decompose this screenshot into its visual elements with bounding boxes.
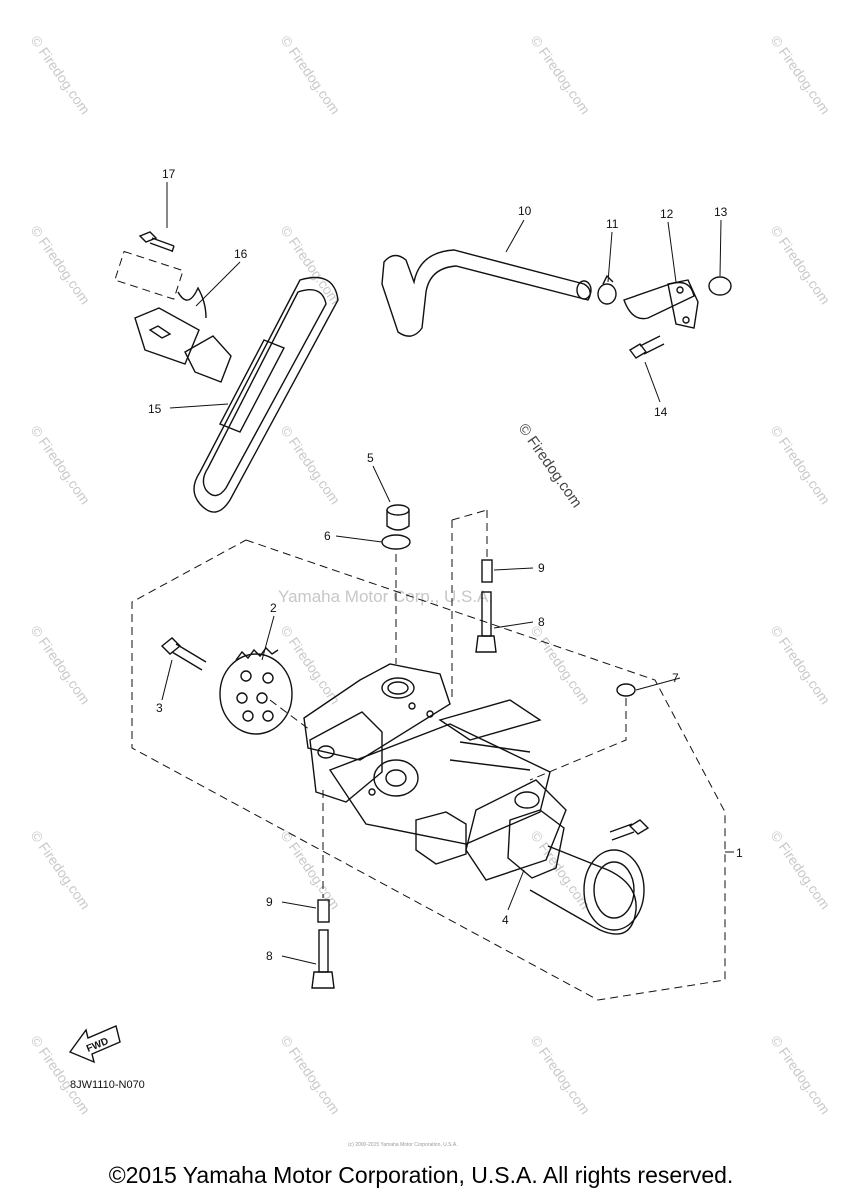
- watermark-dark: © Firedog.com: [515, 421, 585, 512]
- callout-8-upper: 8: [538, 615, 545, 629]
- watermark: © Firedog.com: [768, 1033, 834, 1118]
- watermark: © Firedog.com: [528, 828, 594, 913]
- callout-7: 7: [672, 671, 679, 685]
- o-ring-6[interactable]: [381, 534, 411, 550]
- bolt-14[interactable]: [628, 335, 665, 359]
- callout-12: 12: [660, 207, 674, 221]
- callout-13: 13: [714, 205, 728, 219]
- o-ring-7[interactable]: [616, 683, 636, 697]
- assembly-outline: [131, 539, 726, 1001]
- chain-tensioner-16[interactable]: [134, 286, 232, 383]
- bolt-17-guide: [114, 250, 184, 300]
- watermark: © Firedog.com: [28, 423, 94, 508]
- callout-15: 15: [148, 402, 162, 416]
- callout-4: 4: [502, 913, 509, 927]
- callout-2: 2: [270, 601, 277, 615]
- bolt-17[interactable]: [138, 231, 175, 253]
- callout-16: 16: [234, 247, 248, 261]
- watermark: © Firedog.com: [278, 33, 344, 118]
- watermark: © Firedog.com: [768, 33, 834, 118]
- watermark: © Firedog.com: [528, 33, 594, 118]
- hose-clamp-11[interactable]: [597, 274, 617, 305]
- watermark: © Firedog.com: [768, 223, 834, 308]
- watermark: © Firedog.com: [768, 423, 834, 508]
- watermark: © Firedog.com: [28, 223, 94, 308]
- callout-5: 5: [367, 451, 374, 465]
- watermark: © Firedog.com: [28, 828, 94, 913]
- callout-8-lower: 8: [266, 949, 273, 963]
- watermark: © Firedog.com: [28, 623, 94, 708]
- sprocket-2[interactable]: [219, 646, 293, 735]
- copyright-notice: ©2015 Yamaha Motor Corporation, U.S.A. A…: [108, 1162, 734, 1188]
- small-print: (c) 2000-2015 Yamaha Motor Corporation, …: [348, 1142, 458, 1148]
- collar-5[interactable]: [386, 504, 410, 531]
- watermark: © Firedog.com: [278, 1033, 344, 1118]
- watermark: © Firedog.com: [768, 623, 834, 708]
- watermark: © Firedog.com: [28, 33, 94, 118]
- strainer-bolt[interactable]: [609, 819, 650, 841]
- fwd-arrow-icon: FWD: [68, 1025, 121, 1064]
- watermark: © Firedog.com: [278, 223, 344, 308]
- callout-labels: 17 16 15 10 11 12 13 14 5 6 9 8 2 7 3 1 …: [148, 167, 743, 963]
- callout-10: 10: [518, 204, 532, 218]
- callout-17: 17: [162, 167, 176, 181]
- oil-hose-10[interactable]: [381, 249, 592, 337]
- watermark: © Firedog.com: [768, 828, 834, 913]
- watermark: © Firedog.com: [278, 828, 344, 913]
- bolt-8-lower[interactable]: [311, 929, 335, 989]
- watermark-grid: © Firedog.com © Firedog.com © Firedog.co…: [28, 33, 834, 1118]
- watermark: © Firedog.com: [278, 623, 344, 708]
- dowel-pin-9-upper[interactable]: [481, 559, 493, 583]
- oil-pipe-12[interactable]: [623, 279, 699, 329]
- leader-lines: [161, 182, 734, 965]
- watermark: © Firedog.com: [528, 623, 594, 708]
- callout-11: 11: [606, 217, 619, 231]
- watermark: © Firedog.com: [278, 423, 344, 508]
- bolt-8-upper[interactable]: [475, 591, 497, 653]
- callout-6: 6: [324, 529, 331, 543]
- callout-14: 14: [654, 405, 668, 419]
- diagram-code: 8JW1110-N070: [70, 1079, 145, 1091]
- callout-9-lower: 9: [266, 895, 273, 909]
- callout-3: 3: [156, 701, 163, 715]
- callout-1: 1: [736, 846, 743, 860]
- dowel-pin-9-lower[interactable]: [317, 899, 330, 923]
- watermark: © Firedog.com: [528, 1033, 594, 1118]
- callout-9-upper: 9: [538, 561, 545, 575]
- o-ring-13[interactable]: [708, 276, 732, 296]
- bolt-3[interactable]: [160, 637, 207, 671]
- cam-chain-15[interactable]: [193, 276, 339, 513]
- guide-lines: [269, 509, 627, 898]
- center-watermark: Yamaha Motor Corp., U.S.A.: [278, 587, 493, 606]
- oil-pump-assembly-1[interactable]: [303, 663, 645, 935]
